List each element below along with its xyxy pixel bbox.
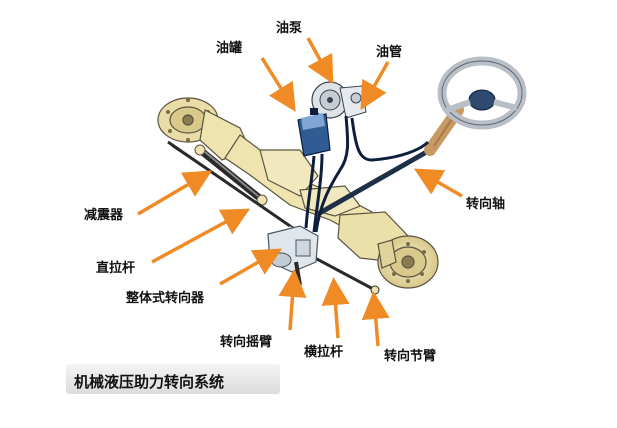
label-shock-absorber: 减震器 — [84, 208, 124, 223]
steering-wheel — [437, 56, 527, 130]
label-drag-link: 直拉杆 — [96, 261, 136, 276]
label-tie-rod: 横拉杆 — [304, 345, 344, 360]
oil-pump — [311, 81, 367, 119]
arrow-shock — [137, 170, 213, 216]
label-oil-pump: 油泵 — [276, 21, 303, 36]
oil-tank — [297, 108, 331, 157]
callout-arrows — [137, 37, 463, 347]
arrow-oil-pump — [306, 37, 334, 85]
arrow-knuckle-arm — [361, 291, 390, 347]
label-steering-knuckle-arm: 转向节臂 — [384, 349, 437, 364]
shock-absorber — [194, 144, 268, 206]
label-oil-pipe: 油管 — [376, 45, 403, 60]
arrow-oil-pipe — [360, 61, 390, 111]
drag-link — [167, 140, 301, 233]
arrow-pitman-arm — [278, 269, 307, 331]
arrow-steering-shaft — [413, 168, 463, 198]
label-integral-steering-gear: 整体式转向器 — [126, 291, 205, 306]
arrow-drag-link — [151, 208, 251, 264]
label-pitman-arm: 转向摇臂 — [220, 335, 273, 350]
label-steering-shaft: 转向轴 — [466, 197, 506, 212]
oil-pipes — [304, 115, 430, 233]
arrow-steering-gear — [219, 248, 283, 286]
arrow-oil-tank — [260, 57, 296, 112]
caption-box: 机械液压助力转向系统 — [66, 364, 280, 394]
label-oil-tank: 油罐 — [216, 41, 243, 56]
arrow-tie-rod — [321, 277, 350, 339]
caption-text: 机械液压助力转向系统 — [74, 373, 225, 391]
front-axle — [157, 97, 439, 289]
